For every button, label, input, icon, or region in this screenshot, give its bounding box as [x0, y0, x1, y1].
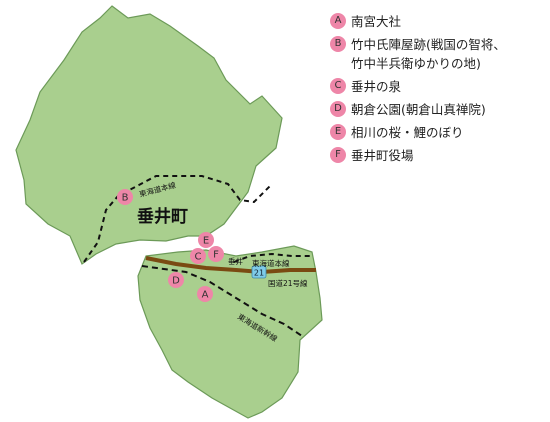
legend-badge-a: A [330, 13, 346, 29]
tarui-station-label: 垂井 [228, 256, 243, 266]
legend-text-f: 垂井町役場 [351, 148, 414, 163]
legend-text-d: 朝倉公園(朝倉山真禅院) [351, 102, 486, 117]
marker-a[interactable]: A [197, 286, 213, 302]
legend-item-c: C 垂井の泉 [330, 77, 545, 96]
legend-text-e: 相川の桜・鯉のぼり [351, 125, 464, 140]
legend-item-f: F 垂井町役場 [330, 146, 545, 165]
legend-badge-f: F [330, 147, 346, 163]
tokaido-line-center [233, 252, 310, 263]
marker-b-label: B [122, 193, 129, 204]
legend: A 南宮大社 B 竹中氏陣屋跡(戦国の智将、 竹中半兵衛ゆかりの地) C 垂井の… [330, 12, 545, 169]
marker-d-label: D [172, 276, 180, 287]
national-route-21-label: 国道21号線 [268, 278, 308, 288]
town-area-south [137, 245, 323, 419]
legend-text-b: 竹中氏陣屋跡(戦国の智将、 竹中半兵衛ゆかりの地) [351, 37, 506, 71]
legend-item-e: E 相川の桜・鯉のぼり [330, 123, 545, 142]
marker-f[interactable]: F [208, 246, 224, 262]
national-route-21 [145, 256, 316, 275]
legend-badge-e: E [330, 124, 346, 140]
legend-item-b: B 竹中氏陣屋跡(戦国の智将、 竹中半兵衛ゆかりの地) [330, 35, 545, 73]
marker-b[interactable]: B [117, 189, 133, 205]
legend-badge-d: D [330, 101, 346, 117]
legend-badge-b: B [330, 36, 346, 52]
shinkansen-line [141, 265, 303, 337]
legend-item-d: D 朝倉公園(朝倉山真禅院) [330, 100, 545, 119]
town-name-label: 垂井町 [137, 206, 188, 227]
town-area-north [15, 5, 283, 265]
route-21-shield [251, 265, 267, 279]
route-21-shield-label: 21 [254, 269, 264, 278]
tokaido-line-north [83, 175, 271, 263]
legend-badge-c: C [330, 78, 346, 94]
marker-f-label: F [213, 250, 219, 261]
marker-c[interactable]: C [190, 248, 206, 264]
marker-e-label: E [203, 236, 209, 247]
marker-c-label: C [195, 252, 202, 263]
legend-text-a: 南宮大社 [351, 14, 402, 29]
marker-d[interactable]: D [168, 272, 184, 288]
tokaido-line-center-label: 東海道本線 [252, 258, 290, 268]
marker-a-label: A [202, 290, 209, 301]
marker-e[interactable]: E [198, 232, 214, 248]
legend-text-c: 垂井の泉 [351, 79, 402, 94]
legend-item-a: A 南宮大社 [330, 12, 545, 31]
